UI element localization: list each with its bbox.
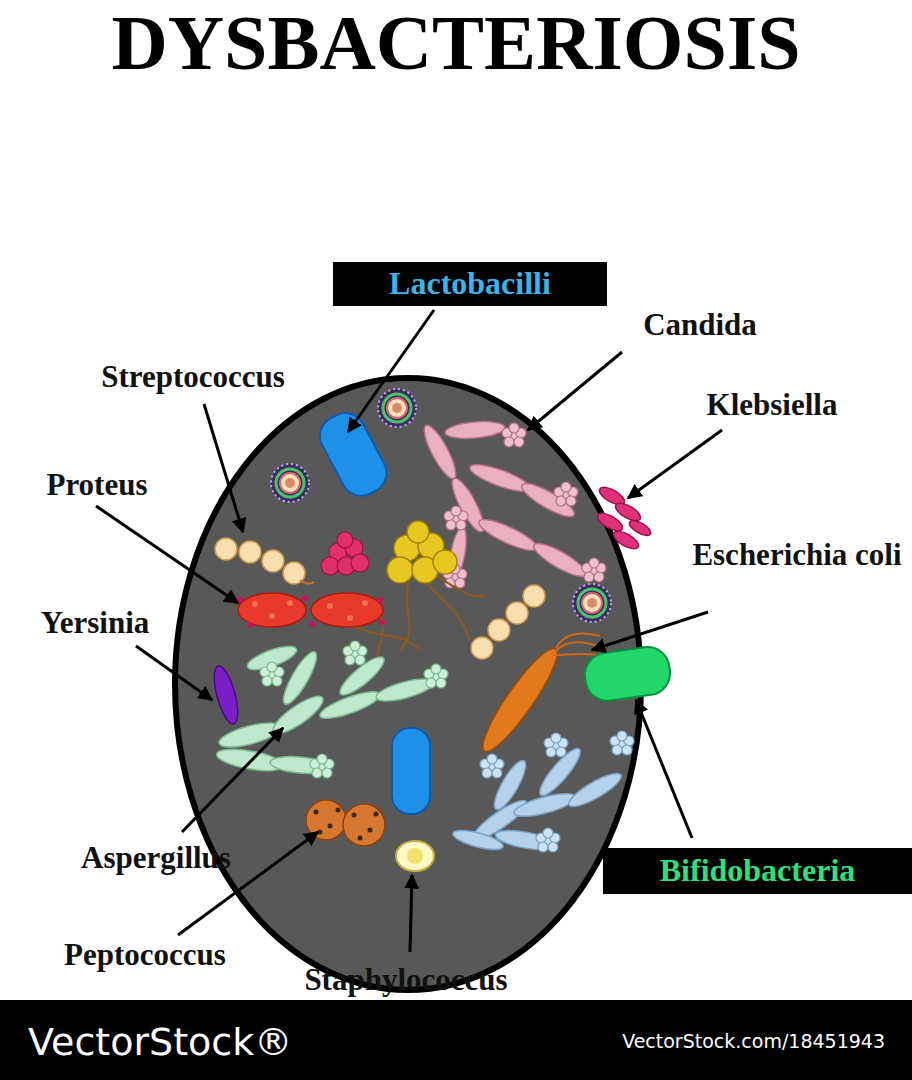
box-label: Lactobacilli <box>389 266 551 301</box>
organism-label: Klebsiella <box>672 387 872 423</box>
candida-hyphae <box>419 419 590 582</box>
organism-label: Candida <box>600 307 800 343</box>
organism-label: Proteus <box>7 467 187 503</box>
title: DYSBACTERIOSIS <box>0 4 912 82</box>
label-box: Bifidobacteria <box>603 848 912 894</box>
footer-band <box>0 1000 912 1080</box>
label-box: Lactobacilli <box>333 262 607 306</box>
klebsiella-cells <box>595 484 653 552</box>
lactobacillus-rod <box>313 406 394 503</box>
staphylococcus-cluster <box>387 521 457 583</box>
watermark: VectorStock® <box>28 1021 328 1065</box>
organism-label: Peptococcus <box>30 937 260 973</box>
organism-label: Aspergillus <box>41 840 271 876</box>
yersinia-cell <box>210 664 243 727</box>
organism-label: Staphylococcus <box>261 962 551 998</box>
microscope-field <box>175 378 641 990</box>
organism-label: Yersinia <box>5 605 185 641</box>
box-label: Bifidobacteria <box>660 853 856 888</box>
lactobacillus-rod <box>392 728 430 814</box>
organism-label: Streptococcus <box>63 359 323 395</box>
proteus-cells <box>237 593 385 628</box>
mould-hyphae <box>451 744 625 854</box>
bifidobacterium-cell <box>582 644 673 703</box>
organism-label: Escherichia coli <box>692 532 902 579</box>
staphylococcus-cell <box>396 841 434 871</box>
peptococcus-cells <box>306 800 385 846</box>
watermark: VectorStock.com/18451943 <box>565 1031 885 1053</box>
